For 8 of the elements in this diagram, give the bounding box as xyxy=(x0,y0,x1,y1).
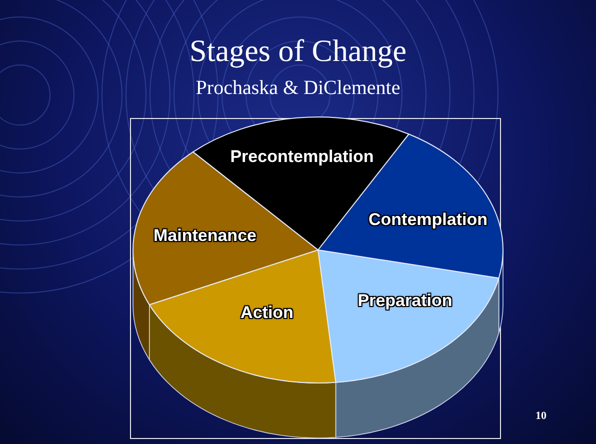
title: Stages of Change xyxy=(188,33,408,69)
slice-label: Preparation xyxy=(358,291,452,311)
slice-label: Precontemplation xyxy=(230,147,374,167)
subtitle: Prochaska & DiClemente xyxy=(194,76,402,100)
slice-label: Action xyxy=(240,303,294,323)
slice-label: Maintenance xyxy=(154,226,256,246)
slice-label: Contemplation xyxy=(368,210,488,230)
page-number: 10 xyxy=(534,409,548,423)
